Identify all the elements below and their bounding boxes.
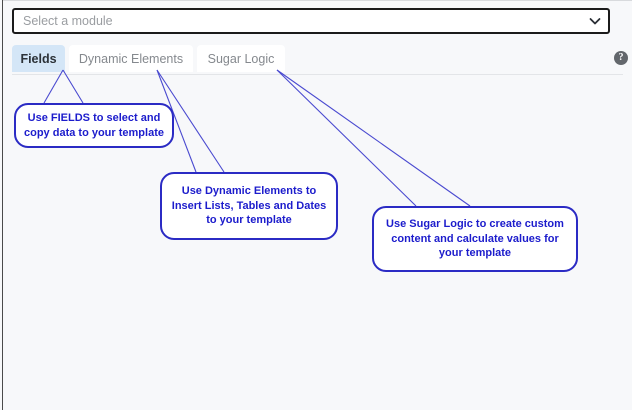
annotation-callout-fields: Use FIELDS to select and copy data to yo… [14,103,174,148]
tab-sugar-logic[interactable]: Sugar Logic [197,45,285,72]
annotation-callout-fields-text: Use FIELDS to select and copy data to yo… [24,111,164,139]
panel-top-divider [3,0,632,1]
tab-dynamic-elements[interactable]: Dynamic Elements [69,45,193,72]
tab-dynamic-elements-label: Dynamic Elements [78,51,184,66]
tab-strip-divider [12,74,623,75]
annotation-callout-dynamic-elements-text: Use Dynamic Elements to Insert Lists, Ta… [171,184,327,227]
module-select-value: Select a module [23,14,113,28]
panel-left-divider [2,0,3,410]
annotation-callout-sugar-logic: Use Sugar Logic to create custom content… [372,206,578,272]
tab-fields-label: Fields [20,51,57,66]
module-select-dropdown[interactable]: Select a module [12,8,610,34]
tab-sugar-logic-label: Sugar Logic [207,51,275,66]
help-circle-icon[interactable]: ? [614,51,628,65]
tab-fields[interactable]: Fields [12,45,65,72]
tab-strip: Fields Dynamic Elements Sugar Logic [3,45,632,75]
annotation-callout-sugar-logic-text: Use Sugar Logic to create custom content… [386,217,564,260]
annotation-callout-dynamic-elements: Use Dynamic Elements to Insert Lists, Ta… [160,172,338,240]
chevron-down-icon [582,14,608,28]
